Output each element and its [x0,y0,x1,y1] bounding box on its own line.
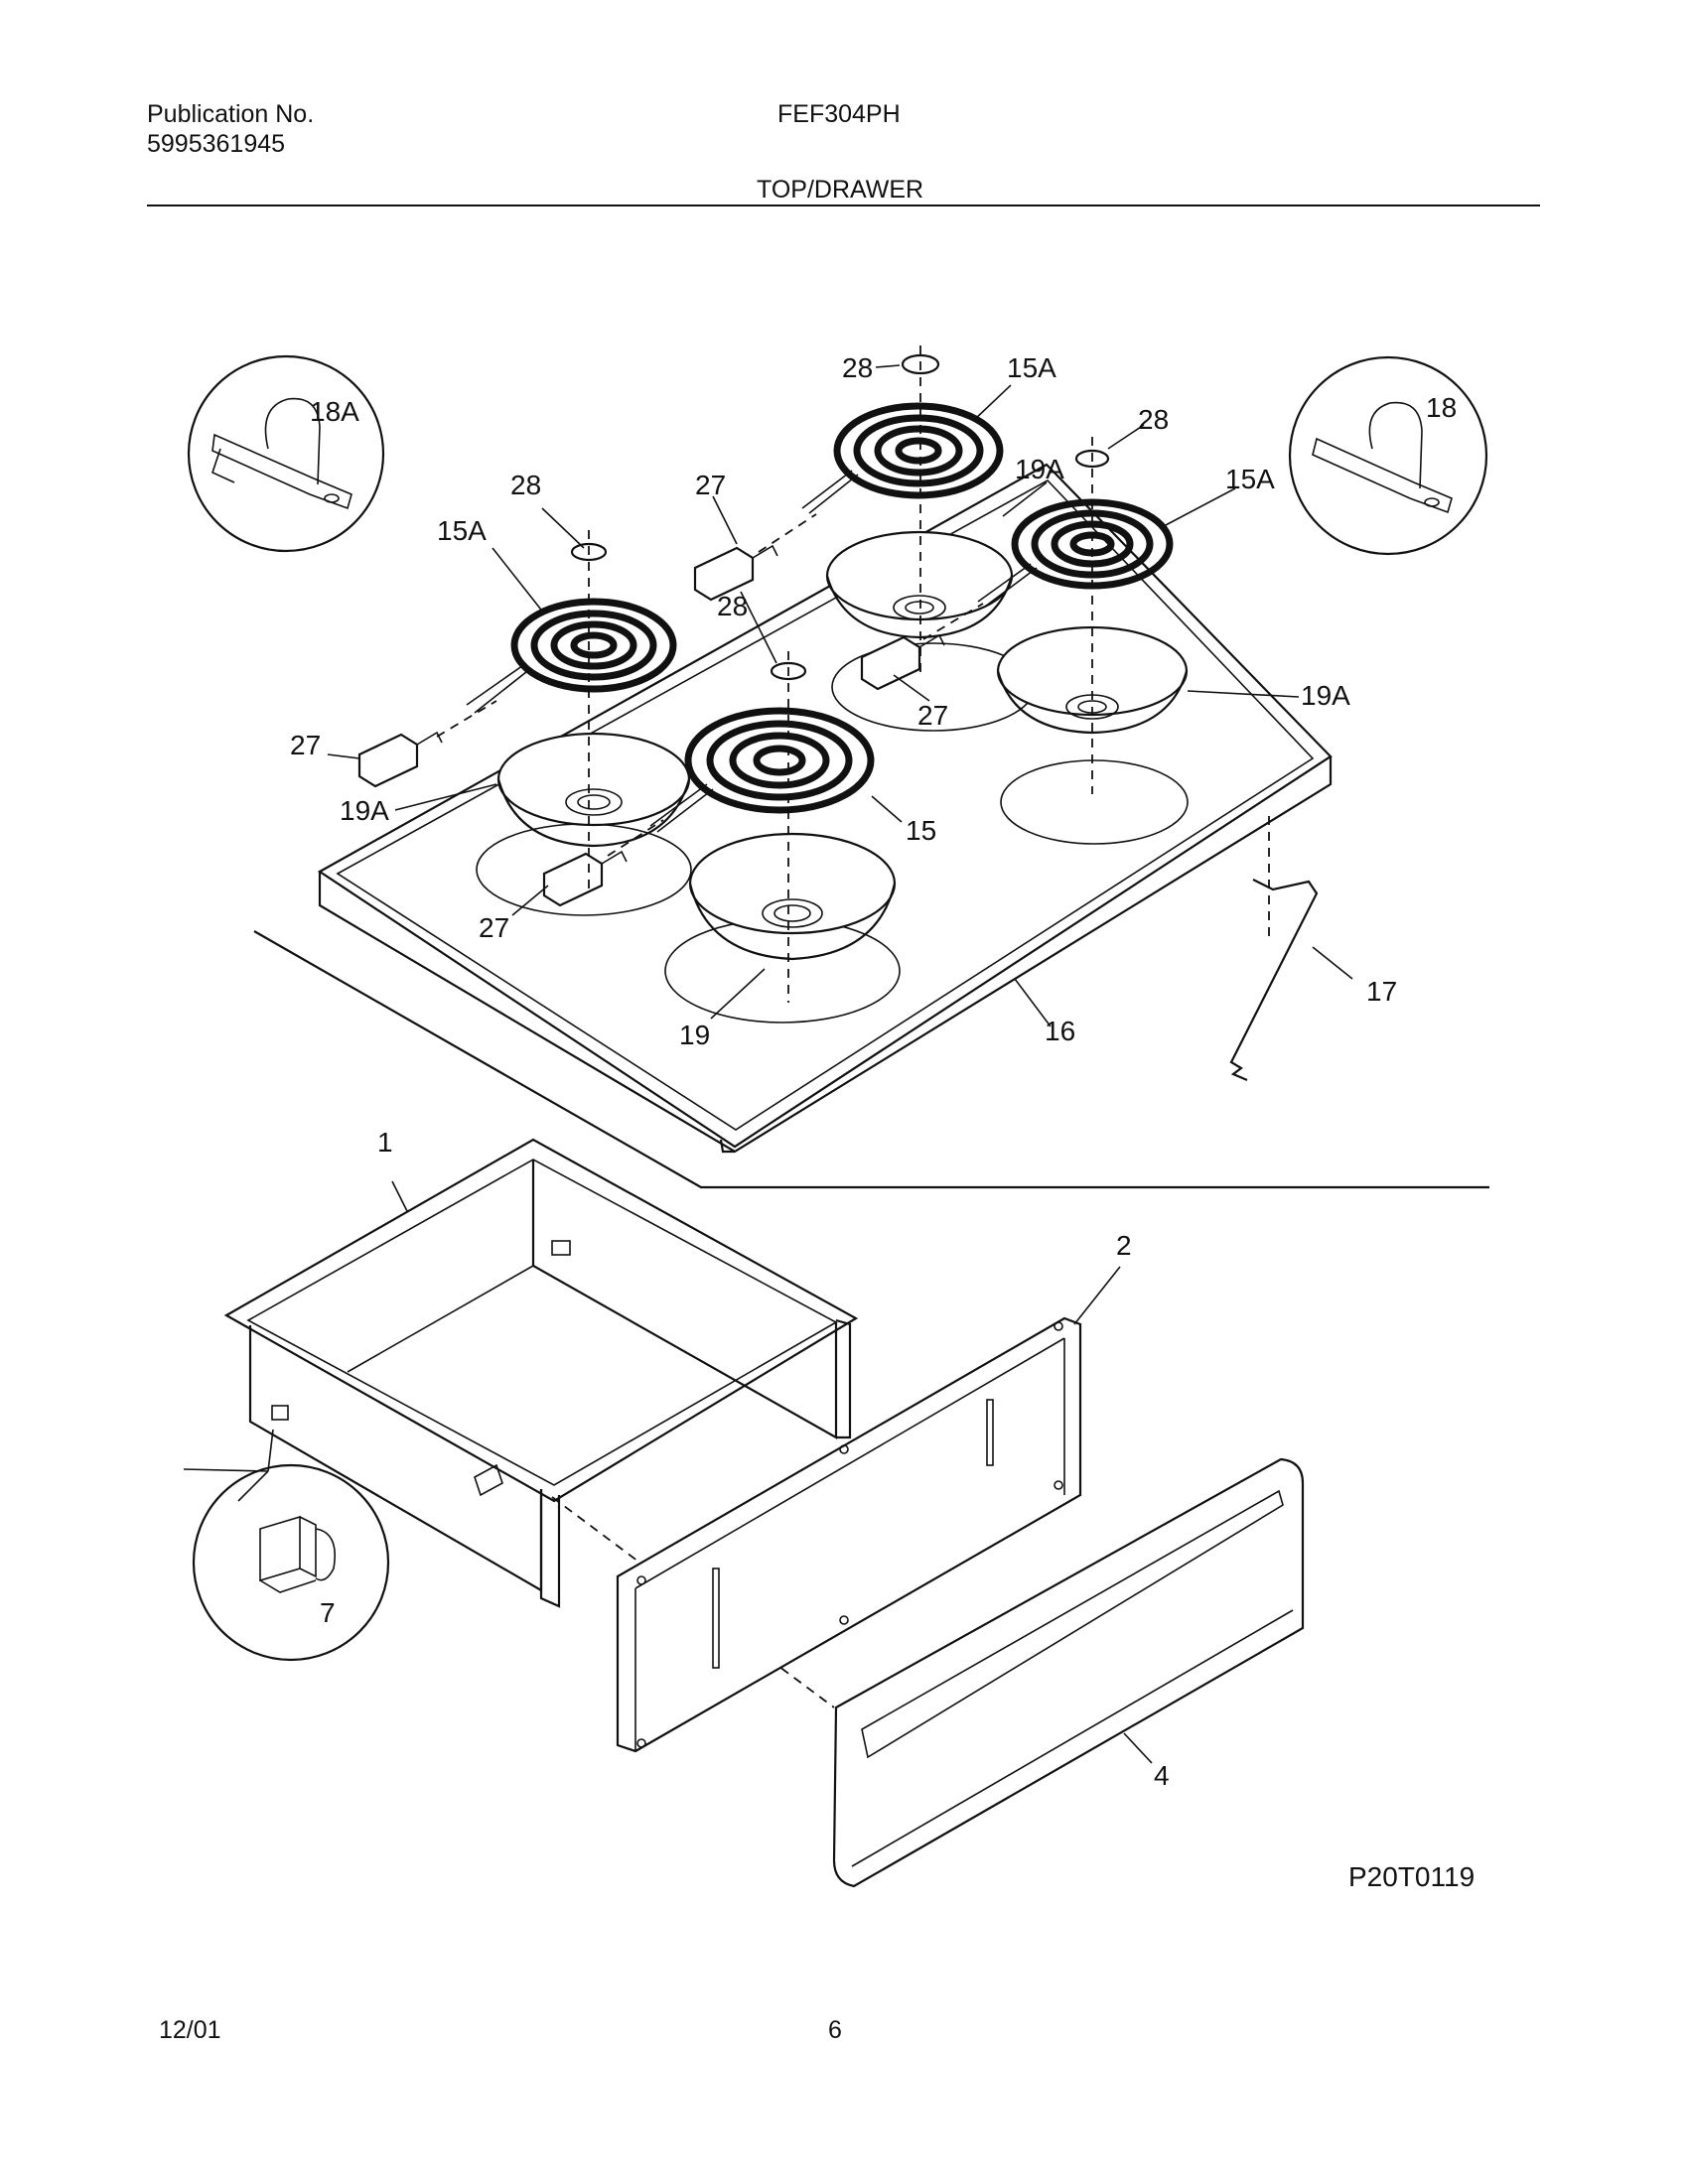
drawer-body [223,1138,859,1608]
callout-15: 15 [906,815,936,846]
receptacle-blocks [357,544,945,907]
surface-unit-right [977,498,1174,608]
model-number: FEF304PH [777,100,901,128]
page-number: 6 [828,2016,842,2044]
callout-7: 7 [320,1597,336,1628]
surface-unit-front [649,707,875,833]
drawer-back-panel [616,1316,1082,1753]
section-separator [253,930,1489,1189]
callout-27: 27 [695,470,726,500]
callout-28: 28 [510,470,541,500]
assembly-lines [436,345,1270,1708]
publication-number: 5995361945 [147,130,286,158]
wire-bracket [1229,879,1319,1082]
drawer-front [832,1457,1305,1888]
section-title: TOP/DRAWER [757,176,924,204]
surface-unit-left [466,598,677,714]
cooktop-panel [317,463,1333,1154]
callout-19a: 19A [1015,454,1064,484]
inset-7 [192,1463,390,1662]
callout-19a: 19A [1301,680,1350,711]
callout-15a: 15A [437,515,487,546]
callout-2: 2 [1116,1230,1132,1261]
drip-bowl-back [825,530,1014,639]
callout-27: 27 [917,700,948,731]
callout-19a: 19A [340,795,389,826]
callout-28: 28 [1138,404,1169,435]
inset-7-leader [183,1429,274,1502]
callout-28: 28 [717,591,748,621]
drip-bowls [496,530,1189,961]
figure-code: P20T0119 [1348,1861,1475,1892]
leader-lines [327,364,1353,1764]
inset-18A [187,354,385,553]
callout-4: 4 [1154,1760,1170,1791]
footer-date: 12/01 [159,2016,221,2044]
callout-28: 28 [842,352,873,383]
drip-bowl-left [496,732,691,848]
drip-bowl-front [688,832,897,961]
callout-15a: 15A [1007,352,1056,383]
callout-27: 27 [479,912,509,943]
callout-17: 17 [1366,976,1397,1007]
callout-27: 27 [290,730,321,760]
publication-label: Publication No. [147,100,315,128]
callout-15a: 15A [1225,464,1275,494]
inset-18 [1288,355,1488,556]
callout-16: 16 [1045,1016,1075,1046]
callout-18a: 18A [310,396,359,427]
surface-unit-back [801,402,1004,514]
callout-labels: 28 15A 18A 18 28 28 27 19A 15A 15A 28 27… [290,352,1457,1791]
callout-1: 1 [377,1127,393,1158]
callout-19: 19 [679,1020,710,1050]
callout-18: 18 [1426,392,1457,423]
header-rule [147,205,1540,206]
